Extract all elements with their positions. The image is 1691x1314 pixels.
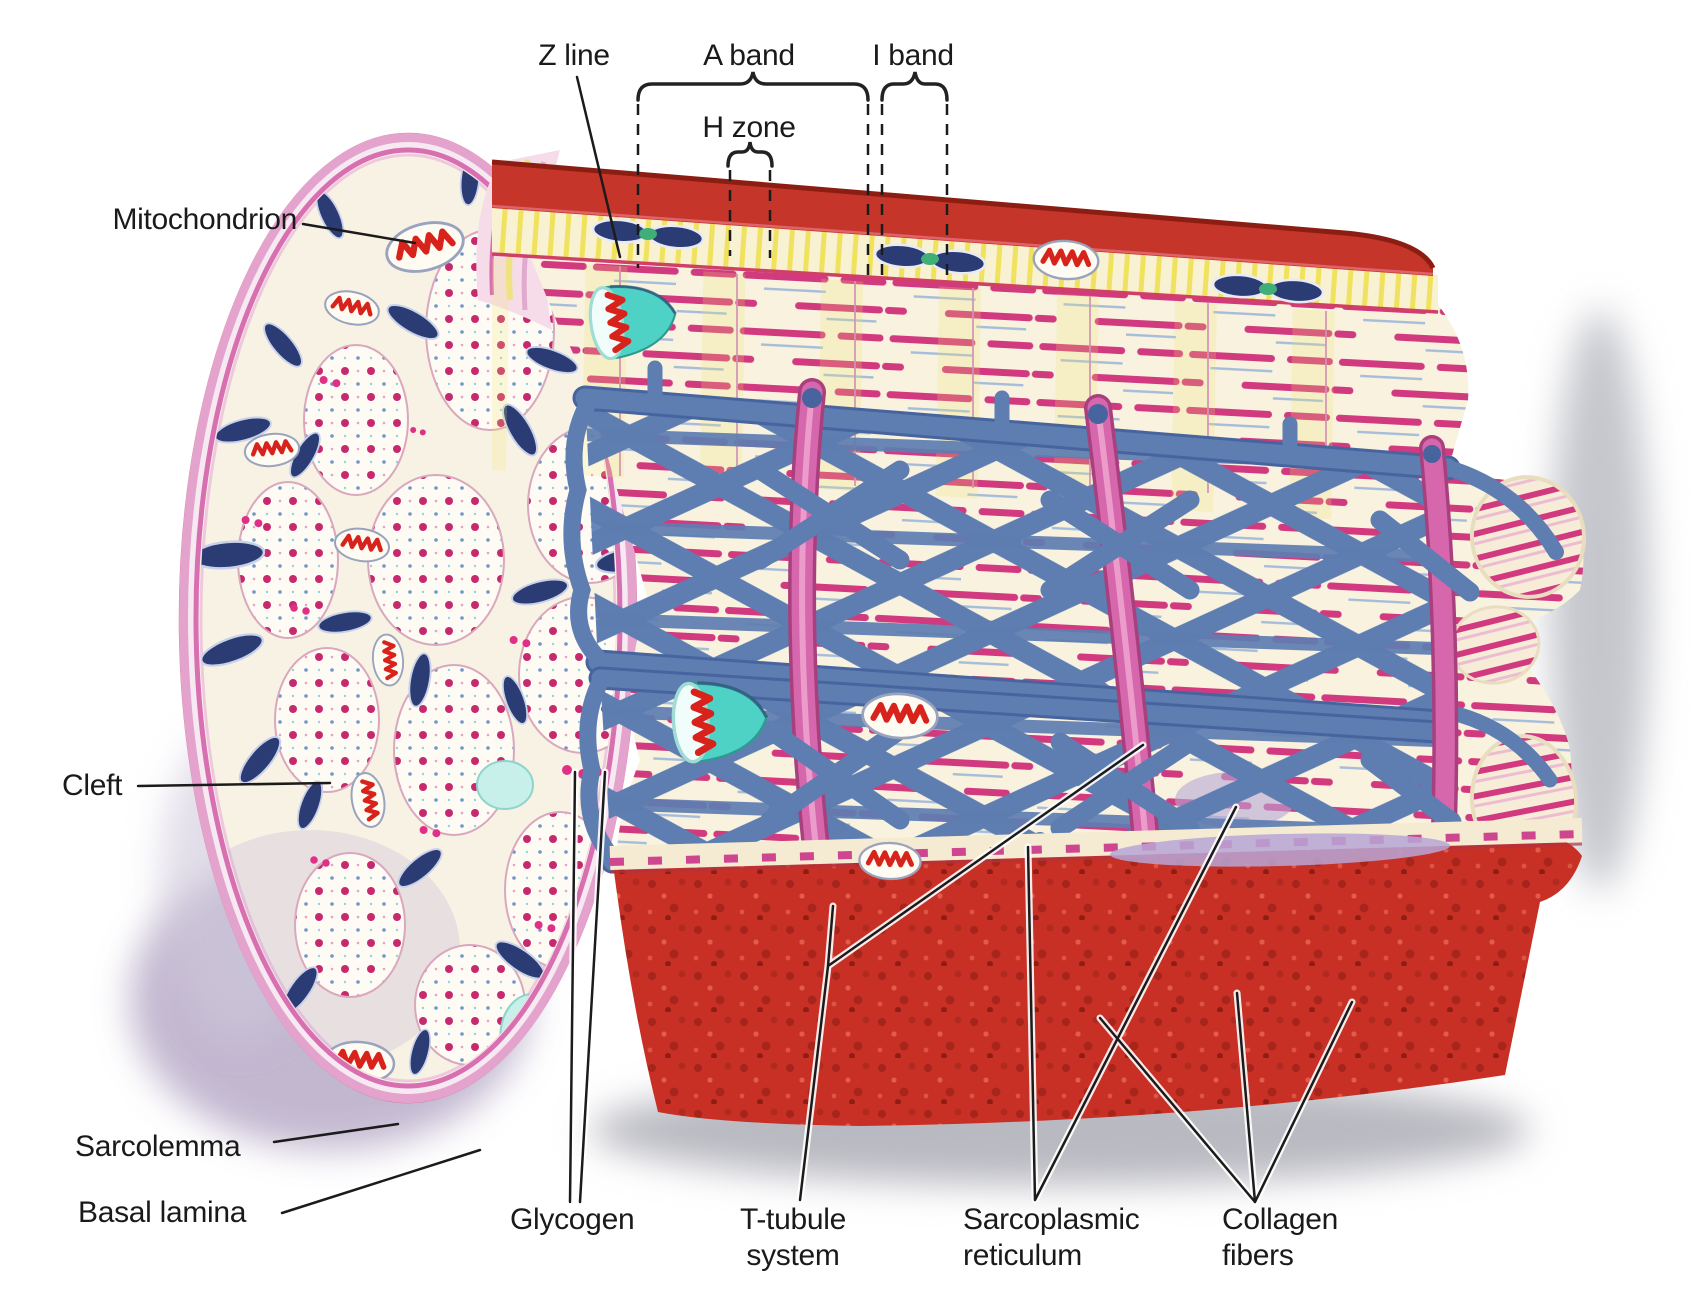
label-collagen-line2: fibers	[1222, 1239, 1294, 1272]
label-a-band: A band	[703, 39, 795, 72]
sarcolemma-cut-edge	[492, 162, 1433, 276]
band-braces	[636, 71, 949, 168]
nuclei	[590, 216, 1325, 306]
label-t-tubule-line1: T-tubule	[740, 1203, 846, 1236]
label-mitochondrion: Mitochondrion	[112, 203, 297, 236]
t-tubule-leader	[798, 743, 1145, 1202]
mitochondrion-on-wall	[859, 842, 921, 880]
a-band-brace	[636, 71, 870, 102]
label-t-tubule-line2: system	[746, 1239, 840, 1272]
sarcolemma-leader	[272, 1122, 400, 1144]
label-basal-lamina: Basal lamina	[78, 1196, 247, 1229]
label-h-zone: H zone	[702, 111, 796, 144]
label-sr-line1: Sarcoplasmic	[963, 1203, 1140, 1236]
label-collagen-line1: Collagen	[1222, 1203, 1339, 1236]
label-z-line: Z line	[538, 39, 610, 72]
z-line-leader	[575, 75, 622, 259]
label-sarcoplasmic-reticulum: Sarcoplasmic reticulum	[963, 1202, 1140, 1274]
label-i-band: I band	[872, 39, 954, 72]
basal-lamina-leader	[280, 1148, 482, 1215]
i-band-brace	[880, 71, 949, 102]
basal-lamina-sliver	[1110, 833, 1450, 867]
label-sarcolemma: Sarcolemma	[75, 1130, 241, 1163]
mitochondrion-leader	[301, 222, 417, 245]
band-boundary-dashes	[636, 104, 949, 284]
collagen-fibers-leader	[1098, 991, 1354, 1204]
label-sr-line2: reticulum	[963, 1239, 1082, 1272]
cleft-leader	[136, 781, 332, 788]
cut-muscle-wall	[609, 818, 1583, 1126]
label-cleft: Cleft	[62, 769, 123, 802]
glycogen-leader	[568, 770, 607, 1204]
label-glycogen: Glycogen	[510, 1203, 635, 1236]
leader-lines	[136, 75, 1356, 1215]
sarcoplasmic-reticulum-network	[563, 360, 1567, 914]
h-zone-brace	[726, 141, 774, 168]
label-t-tubule-system: T-tubule system	[740, 1202, 846, 1274]
label-collagen-fibers: Collagen fibers	[1222, 1202, 1338, 1274]
sarcoplasmic-reticulum-leader	[1026, 805, 1238, 1202]
